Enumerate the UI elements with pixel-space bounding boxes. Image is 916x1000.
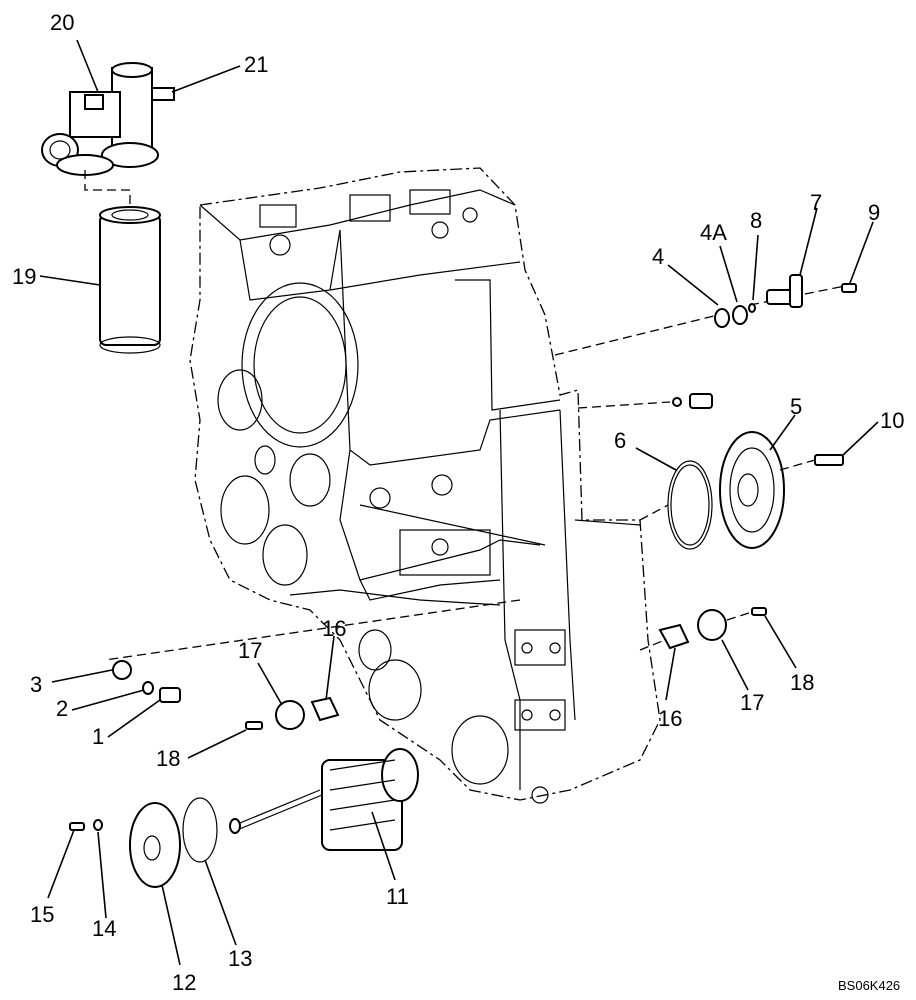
- label-9: 9: [868, 200, 880, 225]
- label-4a: 4A: [700, 220, 727, 245]
- label-7: 7: [810, 190, 822, 215]
- label-16-left: 16: [322, 616, 346, 641]
- label-3: 3: [30, 672, 42, 697]
- label-1: 1: [92, 724, 104, 749]
- sensor-fittings: [554, 274, 857, 409]
- label-8: 8: [750, 208, 762, 233]
- label-11: 11: [386, 884, 409, 909]
- label-19: 19: [12, 264, 36, 289]
- filter-element: [99, 206, 161, 354]
- label-13: 13: [228, 946, 252, 971]
- transmission-housing: [189, 167, 661, 804]
- label-12: 12: [172, 970, 196, 995]
- side-cover: [639, 431, 844, 550]
- label-10: 10: [880, 408, 904, 433]
- label-17-right: 17: [740, 690, 764, 715]
- leader-lines: [39, 39, 879, 966]
- label-14: 14: [92, 916, 116, 941]
- label-18-right: 18: [790, 670, 814, 695]
- drawing-reference: BS06K426: [838, 978, 900, 993]
- right-small-cover: [639, 607, 767, 651]
- label-21: 21: [244, 52, 268, 77]
- part-labels: 20 21 19 4 4A 8 7 9 5 10 6 3 2 1 17 16 1…: [12, 10, 904, 995]
- label-20: 20: [50, 10, 74, 35]
- label-4: 4: [652, 244, 664, 269]
- label-17-left: 17: [238, 638, 262, 663]
- label-5: 5: [790, 394, 802, 419]
- suction-strainer: [229, 748, 419, 851]
- bottom-cover: [69, 797, 218, 888]
- label-6: 6: [614, 428, 626, 453]
- label-15: 15: [30, 902, 54, 927]
- label-18-left: 18: [156, 746, 180, 771]
- left-small-cover: [245, 696, 340, 730]
- filter-head: [41, 62, 175, 176]
- label-16-right: 16: [658, 706, 682, 731]
- left-fittings: [104, 599, 521, 703]
- label-2: 2: [56, 696, 68, 721]
